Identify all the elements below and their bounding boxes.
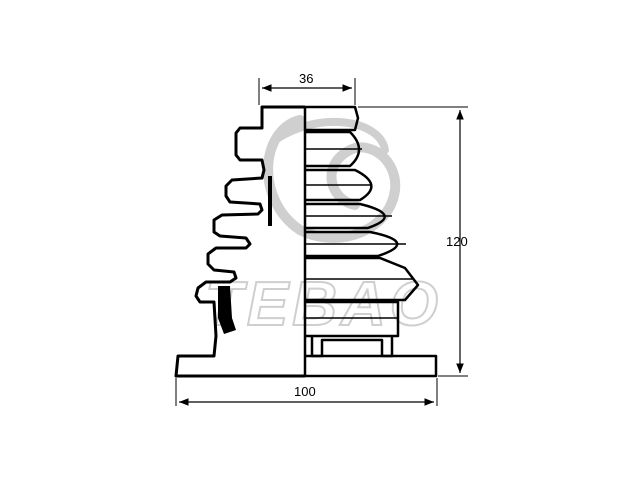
height-label: 120 <box>446 234 468 249</box>
watermark-logo: TEBAO <box>204 115 442 340</box>
top-width-label: 36 <box>299 71 313 86</box>
inner-shoulder <box>268 176 272 226</box>
dimension-height: 120 <box>358 106 468 377</box>
dimension-top-width: 36 <box>258 71 356 105</box>
boot-exterior-view <box>305 105 438 378</box>
boot-outer-profile <box>174 105 305 378</box>
watermark-text: TEBAO <box>205 270 442 339</box>
base-width-label: 100 <box>294 384 316 399</box>
inner-clamp-lower <box>218 286 236 334</box>
dimension-base-width: 100 <box>175 378 438 406</box>
